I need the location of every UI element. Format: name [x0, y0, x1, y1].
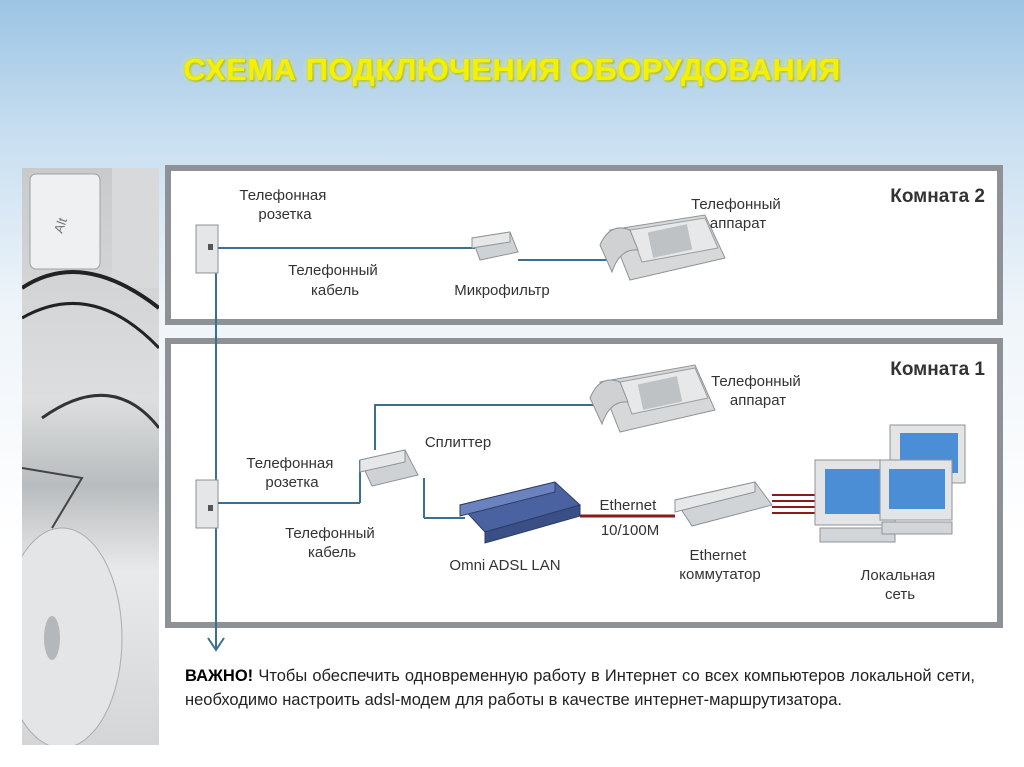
ethernet-switch-device	[674, 481, 773, 527]
slide-title: СХЕМА ПОДКЛЮЧЕНИЯ ОБОРУДОВАНИЯ	[183, 52, 841, 87]
telephone-room2	[599, 214, 726, 281]
lan-computers	[814, 424, 966, 543]
microfilter-device	[471, 231, 519, 261]
note-text: Чтобы обеспечить одновременную работу в …	[185, 667, 975, 709]
room2-socket-label: Телефонная розетка	[239, 187, 330, 223]
room1-title: Комната 1	[890, 359, 985, 380]
wall-socket-room2	[195, 224, 219, 274]
switch-label: Ethernet коммутатор	[679, 547, 760, 583]
splitter-label: Сплиттер	[425, 434, 491, 451]
wall-socket-room1	[195, 479, 219, 529]
room2-title: Комната 2	[890, 186, 985, 207]
important-label: ВАЖНО!	[185, 667, 254, 685]
important-note: ВАЖНО! Чтобы обеспечить одновременную ра…	[185, 664, 975, 712]
room1-cable-label: Телефонный кабель	[285, 525, 379, 561]
connection-diagram: Телефонная розетка Телефонный кабель Мик…	[165, 165, 1003, 652]
keyboard-photo: Alt	[22, 168, 159, 745]
ethernet-speed-label: Ethernet 10/100M	[600, 497, 661, 539]
room1-phone-label: Телефонный аппарат	[711, 373, 805, 409]
lan-label: Локальная сеть	[861, 567, 940, 603]
room2-phone-label: Телефонный аппарат	[691, 196, 785, 232]
adsl-modem-device	[459, 481, 581, 544]
room1-socket-label: Телефонная розетка	[246, 455, 337, 491]
microfilter-label: Микрофильтр	[454, 282, 549, 299]
splitter-device	[359, 449, 419, 487]
room2-cable-label: Телефонный кабель	[288, 262, 382, 299]
telephone-room1	[589, 364, 716, 433]
svg-text:Alt: Alt	[51, 215, 70, 235]
modem-label: Omni ADSL LAN	[449, 557, 560, 574]
